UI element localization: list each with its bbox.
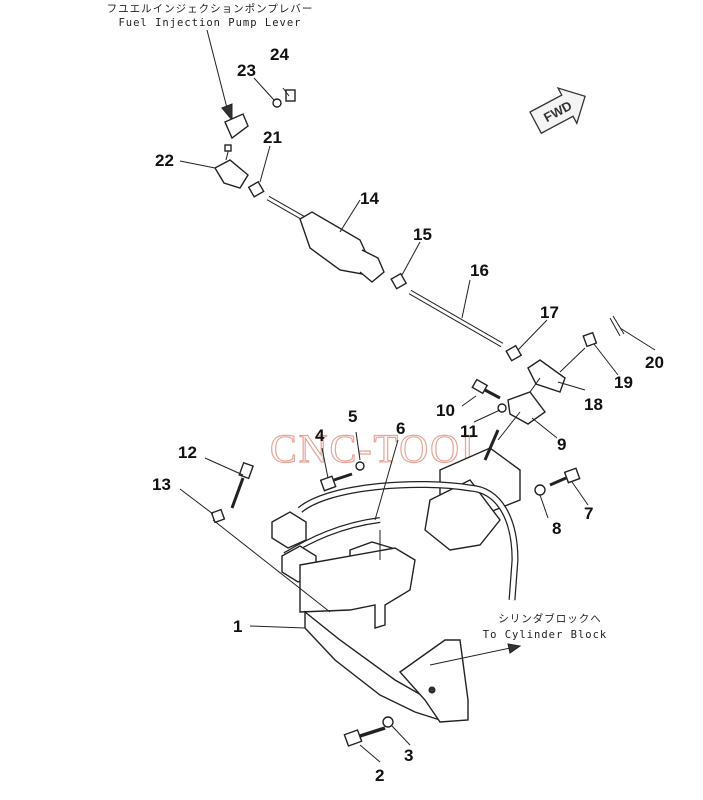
callout-23: 23 (237, 61, 256, 80)
ball-joint-upper (224, 89, 296, 140)
connector-upper (271, 511, 307, 549)
callout-24: 24 (270, 45, 289, 64)
nut-17 (505, 344, 523, 362)
arrow-pump-lever (221, 103, 233, 122)
callout-4: 4 (315, 426, 325, 445)
callout-5: 5 (348, 407, 357, 426)
washer-23 (272, 98, 282, 108)
callout-14: 14 (360, 189, 379, 208)
callout-1: 1 (233, 617, 242, 636)
nut-24 (285, 89, 296, 102)
rod-end-18 (527, 347, 586, 393)
callout-13: 13 (152, 475, 171, 494)
nut-19 (582, 331, 598, 348)
watermark: CNC-TOOL (270, 426, 487, 471)
callout-18: 18 (584, 395, 603, 414)
nut-13 (210, 508, 226, 524)
bolt-2 (343, 726, 386, 747)
washer-3 (382, 716, 394, 728)
washer-8 (534, 484, 546, 496)
nut-15 (390, 272, 408, 290)
note-cylinder-en: To Cylinder Block (483, 629, 607, 641)
callout-3: 3 (404, 746, 413, 765)
cotter-pin-20 (609, 315, 625, 337)
callout-10: 10 (436, 401, 455, 420)
bolt-4 (319, 472, 353, 492)
control-cable-14 (266, 195, 385, 283)
callout-22: 22 (155, 151, 174, 170)
bolt-7 (549, 467, 581, 487)
leader-pump-lever (206, 29, 229, 113)
washer-5 (355, 461, 365, 471)
fwd-arrow-icon: FWD (529, 86, 586, 135)
note-pump-lever-en: Fuel Injection Pump Lever (118, 17, 301, 29)
arrow-cylinder (507, 643, 522, 654)
note-pump-lever-jp: フユエルインジェクションポンプレバー (107, 3, 314, 15)
callout-7: 7 (584, 504, 593, 523)
bolt-12 (230, 461, 254, 509)
callout-6: 6 (396, 419, 405, 438)
callout-21: 21 (263, 128, 282, 147)
leader-cylinder (429, 647, 511, 666)
callout-8: 8 (552, 519, 561, 538)
rod-end-22 (214, 144, 249, 189)
callout-15: 15 (413, 225, 432, 244)
callout-19: 19 (614, 373, 633, 392)
note-cylinder-jp: シリンダブロックへ (498, 612, 602, 625)
callout-20: 20 (645, 353, 664, 372)
callout-9: 9 (557, 435, 566, 454)
bracket-1 (299, 547, 469, 723)
callout-11: 11 (460, 422, 478, 441)
callout-17: 17 (540, 303, 559, 322)
callout-12: 12 (178, 443, 197, 462)
callout-16: 16 (470, 261, 489, 280)
callout-2: 2 (375, 766, 384, 785)
rod-16 (408, 289, 504, 348)
nut-21 (247, 180, 265, 198)
bolt-10 (471, 378, 501, 400)
callout-leaders (179, 77, 656, 763)
